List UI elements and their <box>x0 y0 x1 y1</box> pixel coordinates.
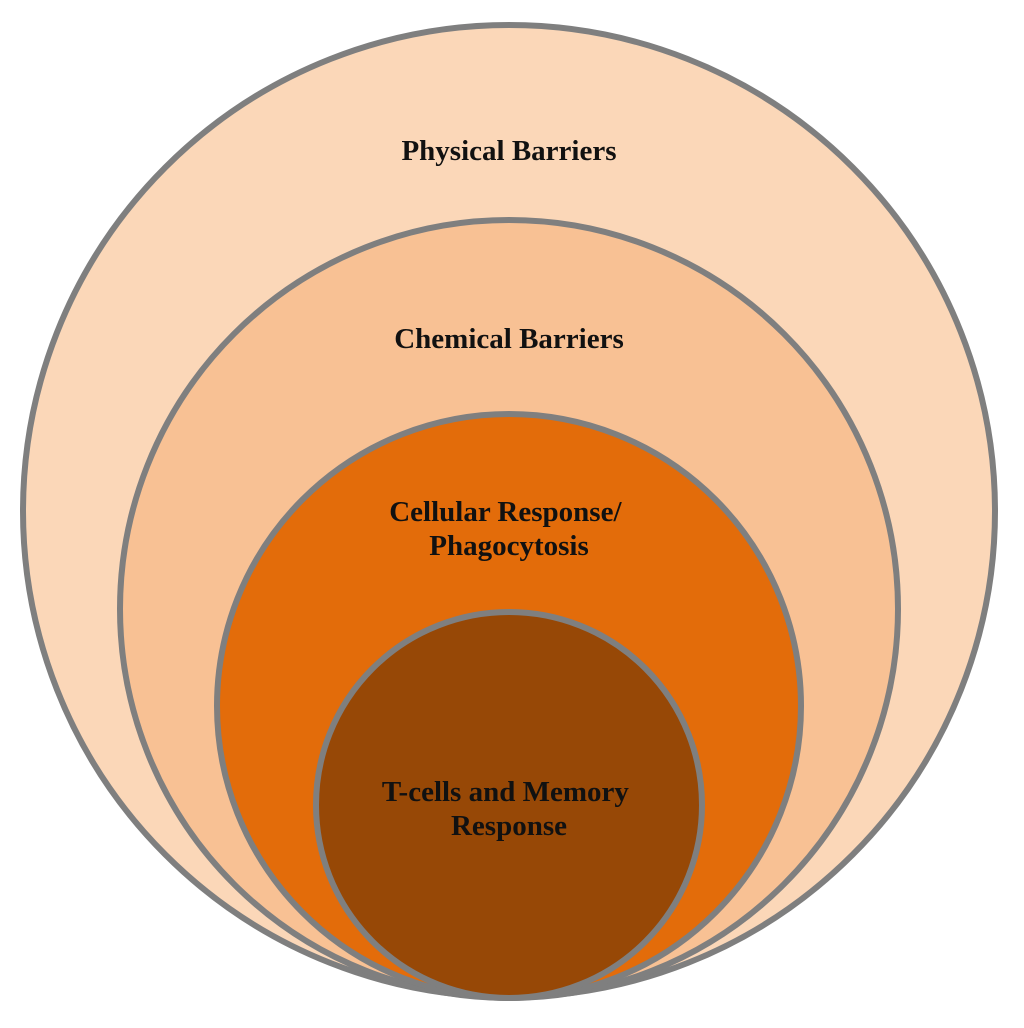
layer-label-cellular-response: Cellular Response/ Phagocytosis <box>389 496 629 562</box>
layer-label-physical-barriers: Physical Barriers <box>401 135 616 167</box>
layer-circle-t-cells-memory <box>313 609 705 1001</box>
layer-label-chemical-barriers: Chemical Barriers <box>394 323 624 355</box>
layer-label-t-cells-memory: T-cells and Memory Response <box>382 776 636 842</box>
